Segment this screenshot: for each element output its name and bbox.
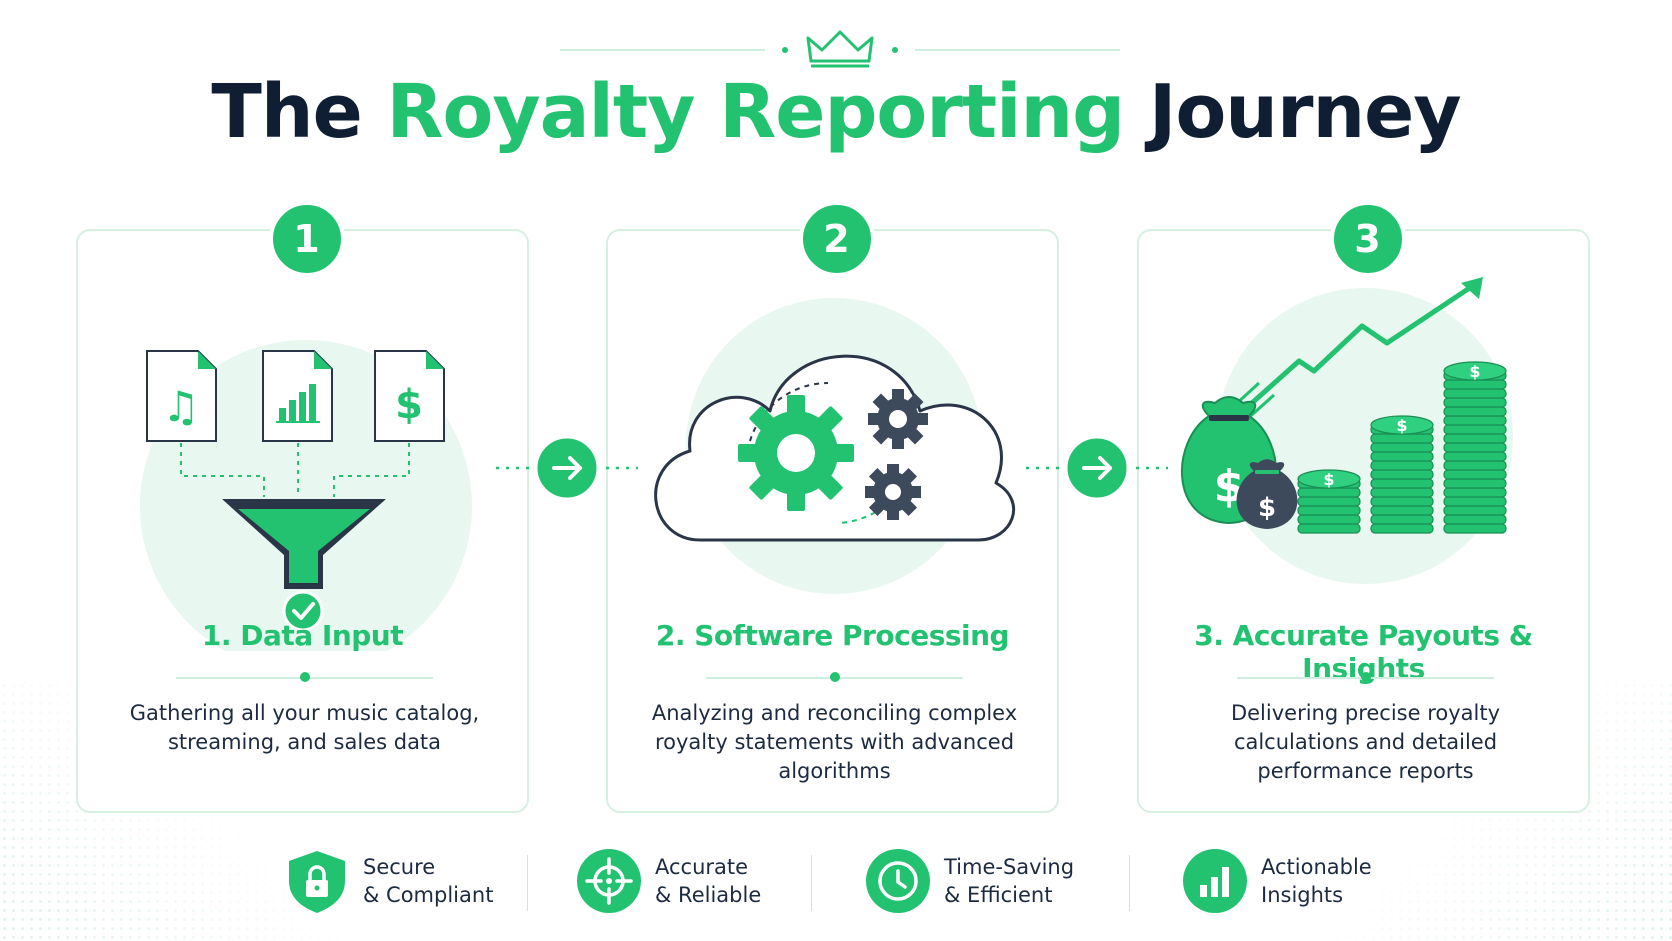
coin xyxy=(1370,487,1434,498)
music-file-icon: ♫ xyxy=(146,350,217,442)
coin xyxy=(1443,514,1507,525)
coin-top xyxy=(1297,469,1361,489)
coin xyxy=(1443,415,1507,426)
shield-lock-icon xyxy=(289,851,345,913)
chart-file-icon xyxy=(262,350,333,442)
arrow-right-icon xyxy=(1082,456,1112,480)
coin xyxy=(1443,406,1507,417)
bar-chart-icon xyxy=(1183,849,1247,913)
dollar-icon: $ xyxy=(1396,416,1407,435)
title-part-2-accent: Royalty Reporting xyxy=(386,69,1126,155)
coin xyxy=(1370,469,1434,480)
feature-divider xyxy=(811,855,812,911)
step-card-payouts-insights: 3 $ $ $ $ $ 3. Accurate Payouts & Insights… xyxy=(1137,201,1590,813)
step-title: 1. Data Input xyxy=(201,619,404,652)
coin xyxy=(1297,514,1361,525)
step-description: Analyzing and reconciling complex royalt… xyxy=(651,701,1018,783)
coin xyxy=(1443,397,1507,408)
coin xyxy=(1370,496,1434,507)
svg-text:$: $ xyxy=(1258,493,1276,523)
coin xyxy=(1443,496,1507,507)
feature-line-1: Time-Saving xyxy=(944,855,1075,879)
arrow-right-icon xyxy=(552,456,582,480)
coin xyxy=(1443,523,1507,534)
coin-top xyxy=(1370,415,1434,435)
divider-dot xyxy=(1361,672,1371,682)
coin xyxy=(1443,424,1507,435)
step-card-data-input: 1 ♫ $ xyxy=(76,201,529,813)
feature-divider xyxy=(1129,855,1130,911)
coin xyxy=(1370,514,1434,525)
coin-stacks: $ $ $ xyxy=(1297,361,1507,534)
coin-top xyxy=(1443,361,1507,381)
small-gear-bottom-icon xyxy=(865,464,921,520)
step-card-software-processing: 2 xyxy=(606,201,1059,813)
step-description: Gathering all your music catalog, stream… xyxy=(129,701,480,754)
feature-line-2: & Reliable xyxy=(655,883,762,907)
crown-decoration xyxy=(560,30,1120,68)
connector-arrow-1 xyxy=(496,435,638,501)
title-part-3: Journey xyxy=(1148,69,1462,155)
connector-arrow-2 xyxy=(1026,435,1168,501)
feature-line-1: Accurate xyxy=(655,855,749,879)
coin xyxy=(1443,379,1507,390)
dollar-icon: $ xyxy=(1469,362,1480,381)
feature-line-2: & Efficient xyxy=(944,883,1053,907)
crown-icon xyxy=(806,30,874,68)
svg-text:$: $ xyxy=(395,382,423,428)
clock-icon xyxy=(866,849,930,913)
coin xyxy=(1443,478,1507,489)
coin xyxy=(1297,505,1361,516)
feature-line-1: Actionable xyxy=(1261,855,1372,879)
step-description: Delivering precise royalty calculations … xyxy=(1230,701,1501,783)
feature-line-2: & Compliant xyxy=(363,883,494,907)
money-bag-small-icon: $ xyxy=(1236,459,1298,529)
step-number-badge: 3 xyxy=(1329,201,1406,277)
target-icon xyxy=(577,849,641,913)
funnel-icon xyxy=(222,499,386,589)
feature-line-1: Secure xyxy=(363,855,436,879)
coin xyxy=(1370,478,1434,489)
divider-dot xyxy=(830,672,840,682)
title-part-1: The xyxy=(211,69,362,155)
small-gear-top-icon xyxy=(868,389,928,449)
data-input-illustration: ♫ $ xyxy=(140,340,472,651)
coin xyxy=(1370,433,1434,444)
feature-divider xyxy=(527,855,528,911)
coin xyxy=(1443,469,1507,480)
coin xyxy=(1370,505,1434,516)
coin xyxy=(1443,442,1507,453)
step-number-badge: 2 xyxy=(798,201,875,277)
coin xyxy=(1297,487,1361,498)
coin xyxy=(1370,523,1434,534)
feature-line-2: Insights xyxy=(1261,883,1344,907)
coin xyxy=(1443,433,1507,444)
coin xyxy=(1370,442,1434,453)
page-title: The Royalty Reporting Journey xyxy=(0,62,1672,162)
coin xyxy=(1443,388,1507,399)
coin xyxy=(1443,460,1507,471)
coin xyxy=(1370,460,1434,471)
dollar-icon: $ xyxy=(1323,470,1334,489)
large-gear-icon xyxy=(738,395,854,511)
step-number-badge: 1 xyxy=(268,201,345,277)
payouts-illustration: $ $ $ $ $ xyxy=(1181,277,1513,584)
step-title: 2. Software Processing xyxy=(655,619,1010,652)
coin xyxy=(1297,496,1361,507)
svg-text:♫: ♫ xyxy=(162,382,200,431)
divider-dot xyxy=(300,672,310,682)
coin xyxy=(1443,505,1507,516)
coin xyxy=(1370,451,1434,462)
coin xyxy=(1297,523,1361,534)
check-icon xyxy=(282,590,324,632)
coin xyxy=(1443,487,1507,498)
dollar-file-icon: $ xyxy=(374,350,445,442)
coin xyxy=(1443,451,1507,462)
software-processing-illustration xyxy=(654,298,1016,594)
step-title: 3. Accurate Payouts & Insights xyxy=(1194,619,1533,685)
